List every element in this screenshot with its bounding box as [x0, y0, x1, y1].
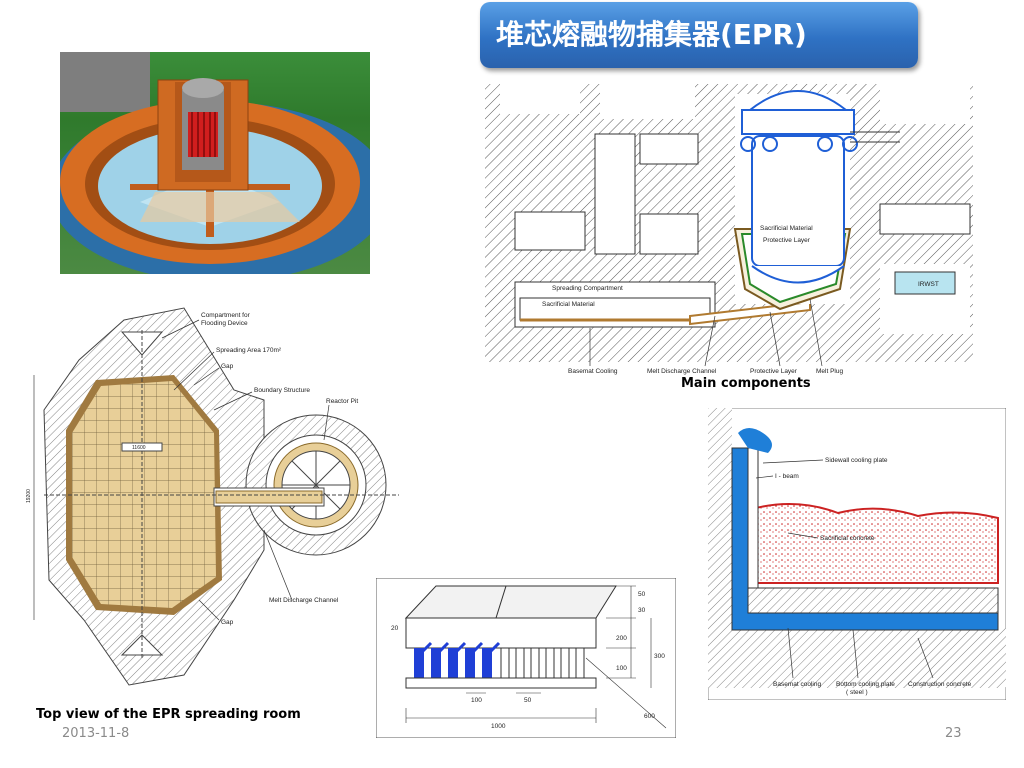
protective-layer-top-label: Protective Layer — [763, 237, 811, 244]
dim-height-label: 19200 — [26, 489, 32, 503]
main-components-caption: Main components — [681, 376, 811, 391]
protective-layer-label: Protective Layer — [750, 368, 798, 375]
i-beam-label: I - beam — [775, 473, 799, 480]
dim-50b-label: 50 — [524, 697, 532, 704]
cooling-channel-diagram: 50 30 200 300 100 100 50 1000 20 600 — [376, 578, 676, 738]
spreading-area-label: Spreading Area 170m² — [216, 347, 282, 354]
reactor-pit-label: Reactor Pit — [326, 398, 358, 405]
basemat-cooling-label: Basemat Cooling — [568, 368, 618, 375]
dim-1000-label: 1000 — [491, 723, 506, 730]
compartment-flooding-label: Compartment for — [201, 312, 251, 319]
reactor-3d-image — [60, 52, 370, 274]
dim-50-label: 50 — [638, 591, 646, 598]
sacrificial-concrete-label: Sacrificial concrete — [820, 535, 875, 542]
bottom-cooling-plate-label: Bottom cooling plate — [836, 681, 895, 688]
gap-top-label: Gap — [221, 363, 234, 370]
top-view-diagram: 11600 19200 Compartment for Flooding Dev… — [26, 307, 399, 686]
gap-bottom-label: Gap — [221, 619, 234, 626]
dim-100b-label: 100 — [471, 697, 482, 704]
compartment-flooding-label-2: Flooding Device — [201, 320, 248, 327]
dim-100-label: 100 — [616, 665, 627, 672]
sidewall-cooling-plate-label: Sidewall cooling plate — [825, 457, 888, 464]
top-view-caption: Top view of the EPR spreading room — [36, 707, 301, 722]
sacrificial-material-top-label: Sacrificial Material — [760, 225, 813, 232]
melt-plug-label: Melt Plug — [816, 368, 843, 375]
steel-label: ( steel ) — [846, 689, 868, 696]
irwst-label: IRWST — [918, 281, 939, 288]
slide-title: 堆芯熔融物捕集器(EPR) — [480, 2, 918, 68]
construction-concrete-label: Construction concrete — [908, 681, 972, 688]
dim-200-label: 200 — [616, 635, 627, 642]
melt-discharge-channel-top-label: Melt Discharge Channel — [269, 597, 339, 604]
dim-width-label: 11600 — [132, 445, 146, 451]
boundary-structure-label: Boundary Structure — [254, 387, 310, 394]
dim-30-label: 30 — [638, 607, 646, 614]
dim-20-label: 20 — [391, 625, 399, 632]
sidewall-cooling-diagram: Sidewall cooling plate I - beam Sacrific… — [708, 408, 1006, 700]
slide-date: 2013-11-8 — [62, 726, 130, 741]
dim-300-label: 300 — [654, 653, 665, 660]
slide-page-number: 23 — [945, 726, 962, 741]
melt-discharge-channel-label: Melt Discharge Channel — [647, 368, 717, 375]
sacrificial-material-label: Sacrificial Material — [542, 301, 595, 308]
main-components-diagram: IRWST Spreading Compartment Sacrificial … — [485, 84, 973, 375]
spreading-compartment-label: Spreading Compartment — [552, 285, 623, 292]
dim-600-label: 600 — [644, 713, 655, 720]
basemat-cooling-detail-label: Basemat cooling — [773, 681, 821, 688]
